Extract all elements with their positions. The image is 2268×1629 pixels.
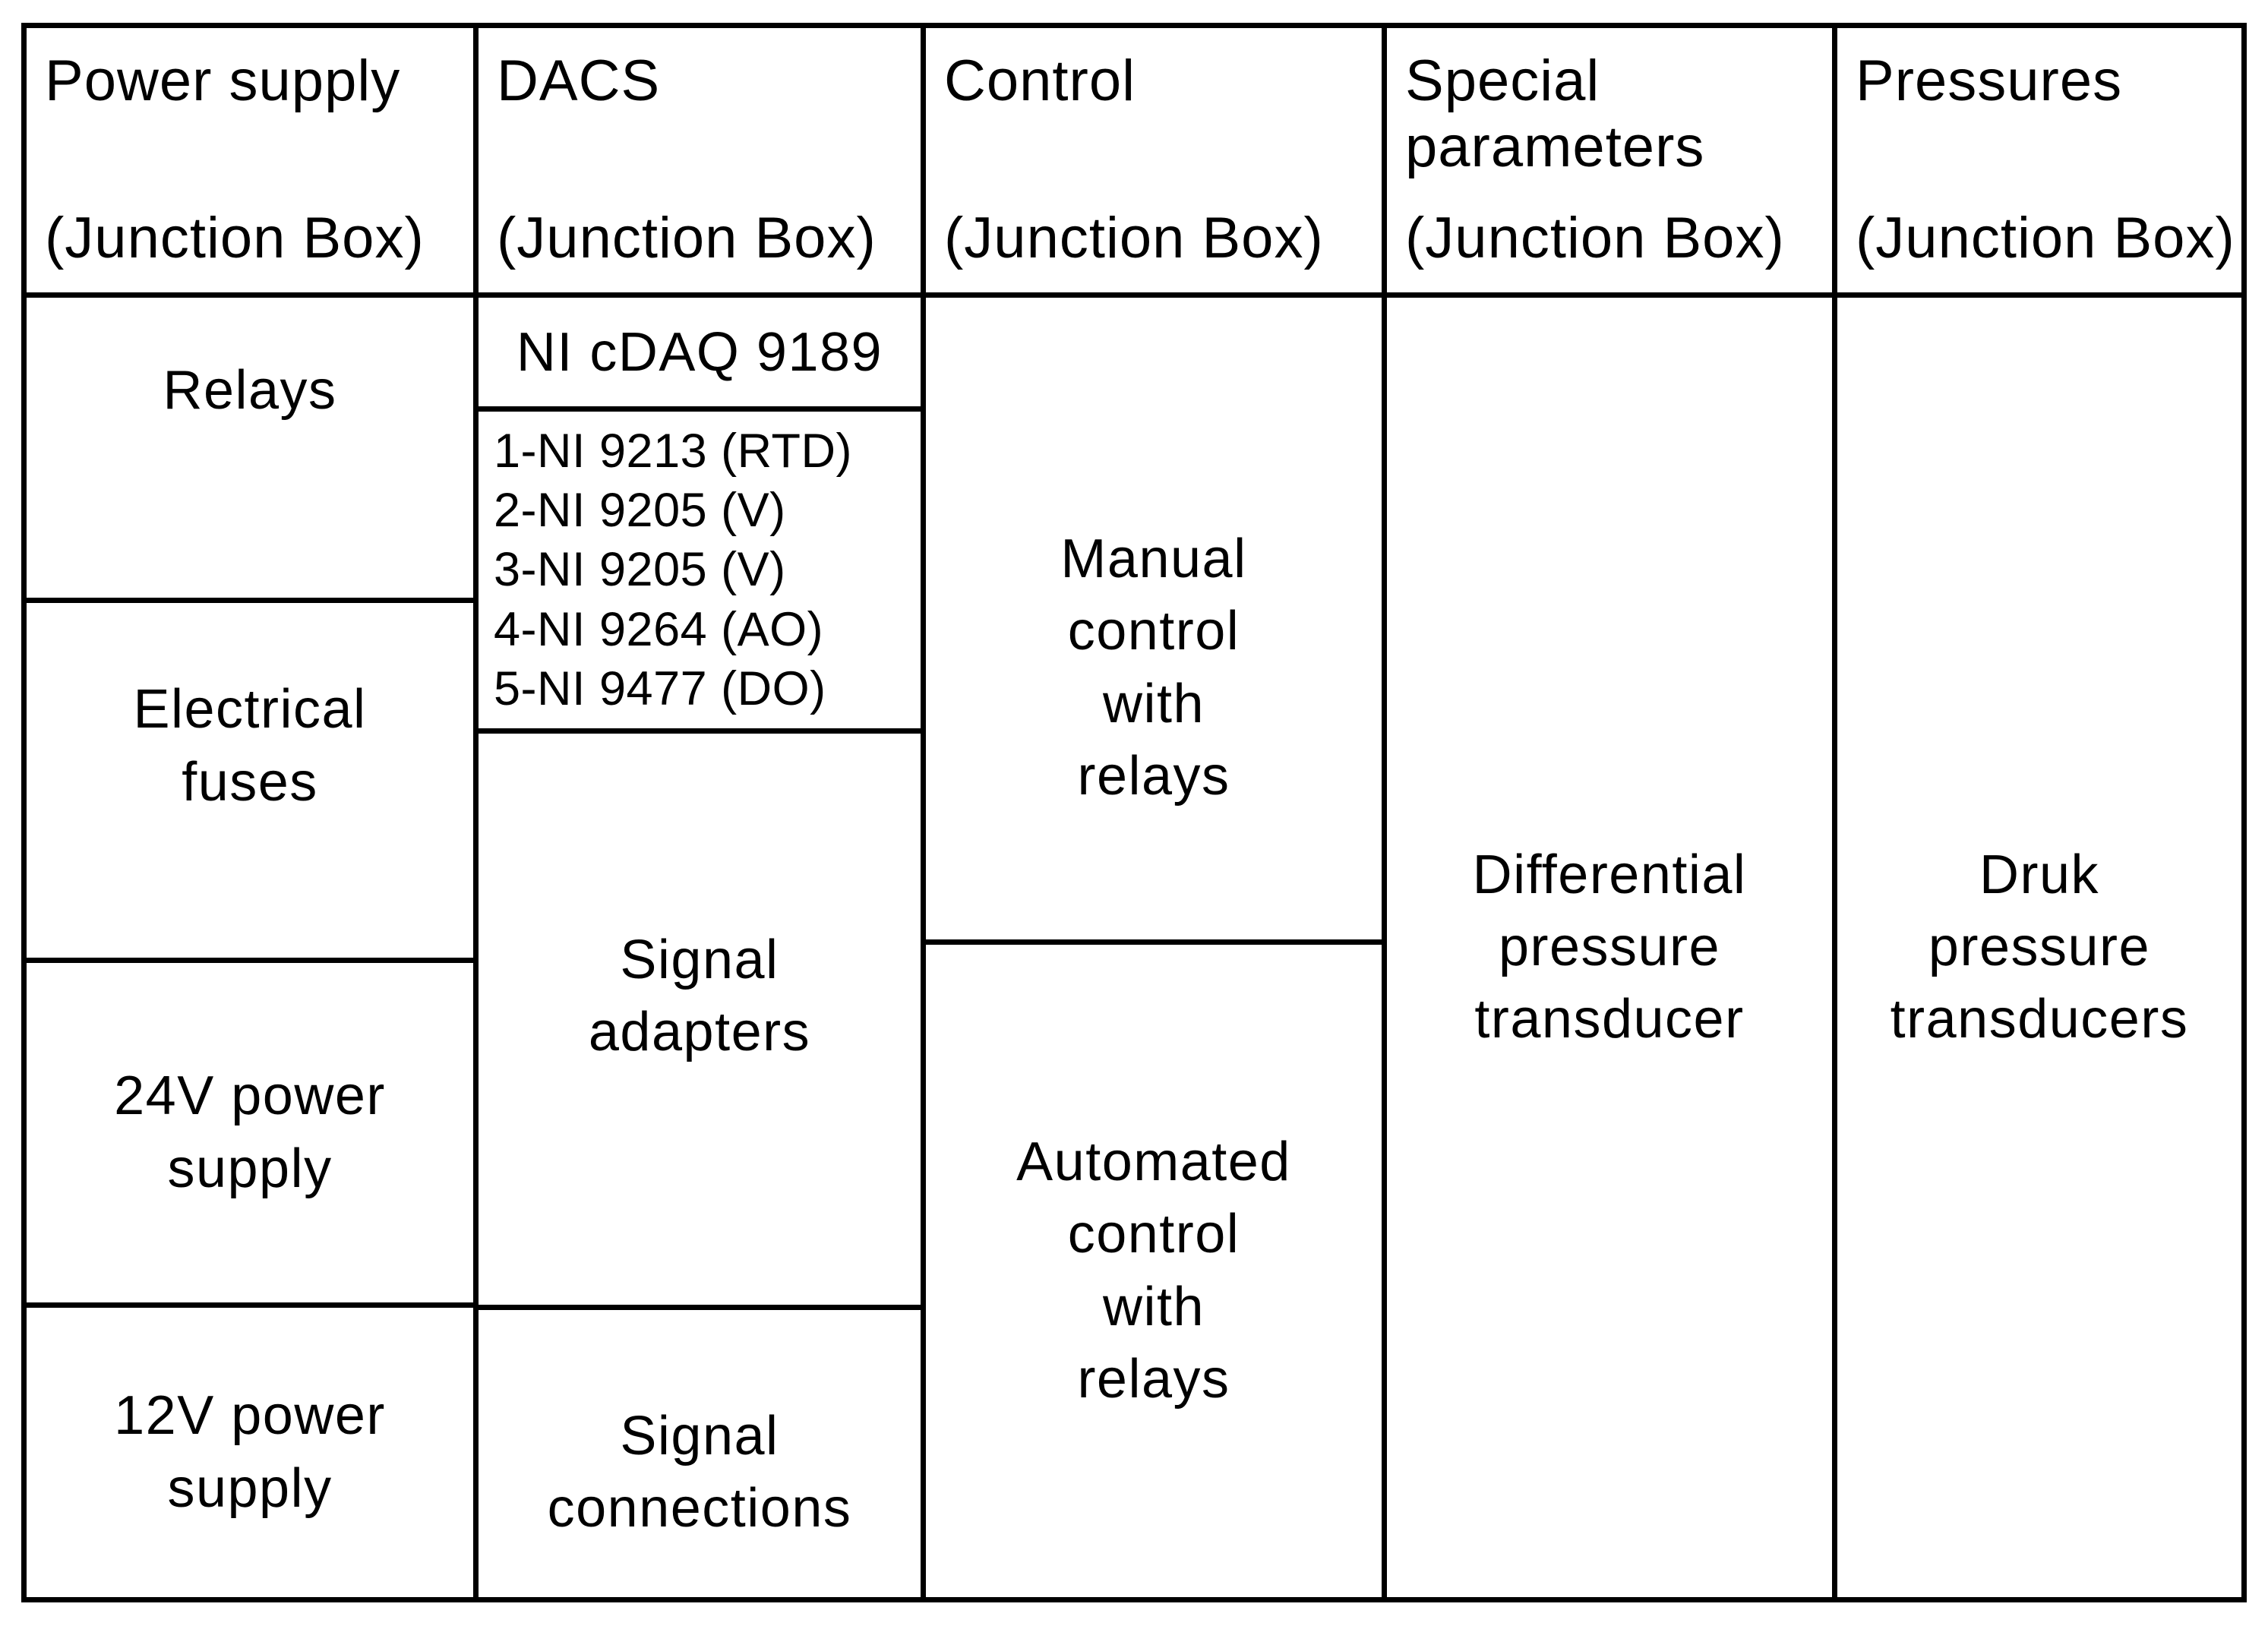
cell-label: Electrical fuses (133, 679, 367, 813)
header-subtitle: (Junction Box) (944, 205, 1324, 270)
cell-ni-cdaq-9189: NI cDAQ 9189 (479, 298, 921, 406)
header-dacs: DACS (Junction Box) (479, 28, 921, 292)
column-dacs: DACS (Junction Box) NI cDAQ 9189 1-NI 92… (479, 28, 921, 1597)
cell-signal-adapters: Signal adapters (479, 734, 921, 1305)
cell-signal-connections: Signal connections (479, 1310, 921, 1597)
header-title: DACS (497, 49, 661, 113)
header-power-supply: Power supply (Junction Box) (27, 28, 473, 292)
cell-druk-pressure-transducers: Druk pressure transducers (1837, 298, 2241, 1597)
cell-label: 1-NI 9213 (RTD) 2-NI 9205 (V) 3-NI 9205 … (494, 425, 852, 715)
cell-ni-modules-list: 1-NI 9213 (RTD) 2-NI 9205 (V) 3-NI 9205 … (479, 412, 921, 728)
cell-label: 24V power supply (114, 1065, 386, 1199)
header-title: Power supply (45, 49, 401, 113)
cell-label: Relays (163, 359, 337, 421)
system-components-table: Power supply (Junction Box) Relays Elect… (21, 23, 2247, 1602)
cell-relays: Relays (27, 298, 473, 598)
column-control: Control (Junction Box) Manual control wi… (926, 28, 1382, 1597)
cell-label: Manual control with relays (1060, 529, 1247, 807)
cell-electrical-fuses: Electrical fuses (27, 603, 473, 958)
header-subtitle: (Junction Box) (1856, 205, 2235, 270)
column-power-supply: Power supply (Junction Box) Relays Elect… (27, 28, 473, 1597)
header-title: Pressures (1856, 49, 2123, 113)
cell-label: Signal adapters (588, 929, 811, 1062)
header-subtitle: (Junction Box) (1405, 205, 1785, 270)
cell-label: Automated control with relays (1016, 1132, 1291, 1410)
cell-label: NI cDAQ 9189 (516, 321, 883, 383)
header-subtitle: (Junction Box) (45, 205, 425, 270)
cell-label: Druk pressure transducers (1890, 844, 2189, 1050)
cell-automated-control-with-relays: Automated control with relays (926, 945, 1382, 1597)
cell-manual-control-with-relays: Manual control with relays (926, 298, 1382, 939)
header-title: Control (944, 49, 1136, 113)
header-control: Control (Junction Box) (926, 28, 1382, 292)
column-pressures: Pressures (Junction Box) Druk pressure t… (1837, 28, 2241, 1597)
header-special-parameters: Special parameters (Junction Box) (1387, 28, 1832, 292)
cell-24v-power-supply: 24V power supply (27, 963, 473, 1302)
cell-differential-pressure-transducer: Differential pressure transducer (1387, 298, 1832, 1597)
column-special-parameters: Special parameters (Junction Box) Differ… (1387, 28, 1832, 1597)
header-pressures: Pressures (Junction Box) (1837, 28, 2241, 292)
header-title: Special parameters (1405, 49, 1705, 180)
cell-label: Signal connections (547, 1405, 852, 1539)
cell-label: Differential pressure transducer (1472, 844, 1747, 1050)
cell-label: 12V power supply (114, 1385, 386, 1519)
cell-12v-power-supply: 12V power supply (27, 1308, 473, 1597)
header-subtitle: (Junction Box) (497, 205, 877, 270)
